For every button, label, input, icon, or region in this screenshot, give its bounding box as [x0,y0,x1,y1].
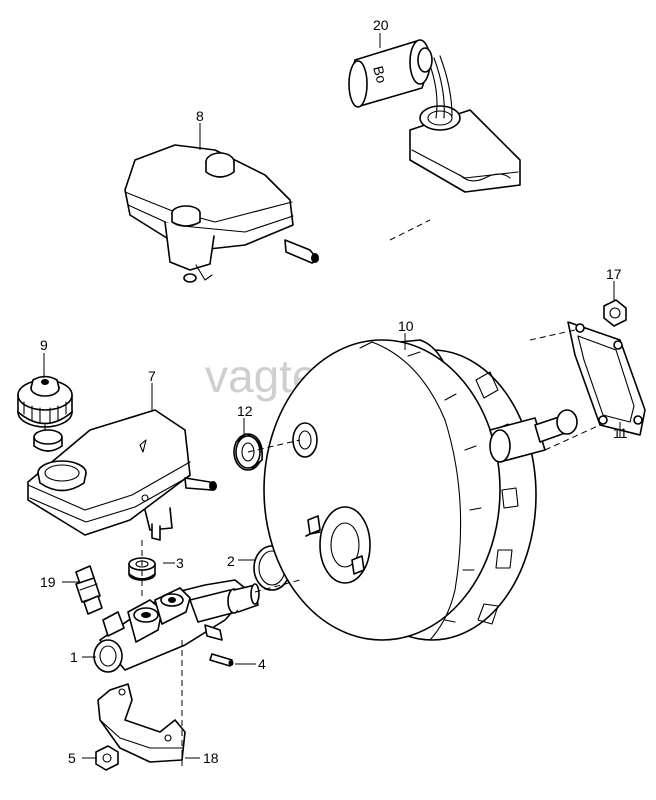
callout-7: 7 [148,368,156,384]
part-10-brake-booster [263,339,578,641]
callout-11: 11 [613,425,628,441]
part-5-nut [95,745,119,771]
part-19-pressure-switch [75,565,103,615]
callout-1: 1 [70,649,78,665]
alignment-line-gasket-top [529,329,576,341]
callout-2: 2 [227,553,235,569]
callout-19: 19 [40,574,56,590]
alignment-line-upper [389,219,431,241]
part-17-nut [603,299,627,327]
callout-3: 3 [176,555,184,571]
part-4-pin [209,653,234,667]
part-20-brake-fluid-bottle: Bo [348,39,521,193]
callout-9: 9 [40,337,48,353]
alignment-line-gasket-bottom [544,424,601,451]
callout-8: 8 [196,108,204,124]
callout-18: 18 [203,750,219,766]
part-18-bracket [97,683,186,763]
callout-12: 12 [237,403,253,419]
callout-4: 4 [258,656,266,672]
part-1-master-cylinder [93,579,260,673]
part-7-reservoir [27,409,217,541]
alignment-line-seal [247,439,301,453]
part-11-gasket [567,321,646,436]
callout-17: 17 [606,266,622,282]
part-8-reservoir [124,144,319,283]
alignment-line-oring [254,579,301,593]
part-9-reservoir-cap [17,375,73,452]
bottle-label-text: Bo [370,64,390,85]
callout-5: 5 [68,750,76,766]
callout-10: 10 [398,318,414,334]
callout-20: 20 [373,17,389,33]
